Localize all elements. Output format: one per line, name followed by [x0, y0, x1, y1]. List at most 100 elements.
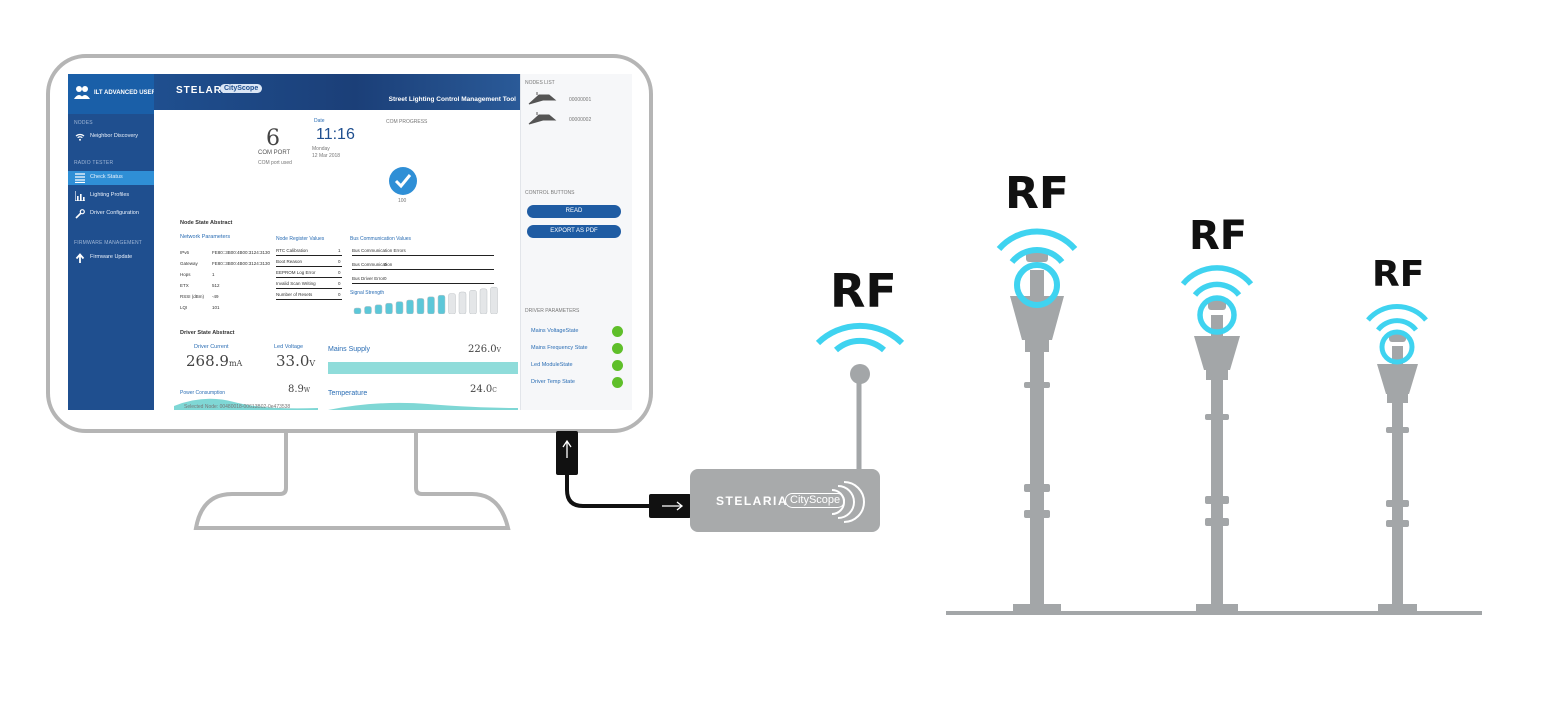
chart-icon: [75, 191, 85, 201]
table-cell-value: 0: [384, 262, 387, 267]
date-label: Date: [314, 118, 325, 124]
table-cell-value: 0: [384, 276, 387, 281]
lamp-head-icon: [528, 112, 557, 125]
signal-bar: [437, 294, 446, 314]
voltage-value: 33.0V: [276, 352, 316, 370]
table-cell-value: 0: [338, 281, 341, 286]
temp-wave: [328, 402, 518, 410]
power-label: Power Consumption: [180, 390, 226, 396]
param-label: Led ModuleState: [531, 362, 573, 368]
table-divider: [276, 277, 342, 278]
status-led: [612, 326, 623, 337]
node-state-title: Node State Abstract: [180, 220, 233, 226]
table-divider: [276, 266, 342, 267]
status-led: [612, 343, 623, 354]
table-cell-value: -49: [212, 294, 219, 299]
table-cell-key: ETX: [180, 283, 189, 288]
sidebar-item-label: Firmware Update: [90, 254, 133, 260]
table-cell-key: RSSI (dBm): [180, 294, 205, 299]
table-cell-key: IPv6: [180, 250, 190, 255]
wifi-icon: [75, 133, 85, 141]
node-list-item-2[interactable]: 00000002: [525, 112, 625, 128]
table-cell-key: Gateway: [180, 261, 198, 266]
table-cell-value: 1: [212, 272, 215, 277]
rf-label-lamp-1: RF: [1005, 168, 1069, 219]
signal-bar: [427, 296, 435, 314]
table-cell-key: Number of Resets: [276, 292, 313, 297]
main-panel: 6 COM PORT COM port used Date 11:16 Mond…: [154, 110, 520, 410]
table-divider: [352, 269, 494, 270]
lamp-1-signal: [996, 228, 1078, 308]
signal-bar: [406, 299, 414, 314]
table-divider: [352, 283, 494, 284]
user-header[interactable]: ILT ADVANCED USER: [68, 74, 156, 114]
signal-bar: [490, 286, 498, 314]
table-divider: [276, 288, 342, 289]
table-cell-value: 0: [338, 292, 341, 297]
sidebar-item-label: Check Status: [90, 174, 123, 180]
selected-node: Selected Node: 00480018-00613B02-0e47353…: [184, 404, 291, 410]
table-cell-key: Bus Driver Error: [352, 276, 385, 281]
rf-label-lamp-3: RF: [1372, 254, 1425, 295]
export-pdf-button[interactable]: EXPORT AS PDF: [527, 225, 621, 238]
current-label: Driver Current: [194, 344, 229, 350]
mains-label: Mains Supply: [328, 346, 371, 353]
status-led: [612, 360, 623, 371]
node-list-item-1[interactable]: 00000001: [525, 92, 625, 108]
param-label: Driver Temp State: [531, 379, 575, 385]
network-title: Network Parameters: [180, 234, 231, 240]
driver-state-title: Driver State Abstract: [180, 330, 235, 336]
table-cell-value: FE80::3B00:4B00:3124:3130: [212, 261, 271, 266]
mains-wave: [328, 362, 518, 374]
com-label: COM PORT: [258, 150, 291, 156]
table-cell-key: Bus Communication Errors: [352, 248, 406, 253]
table-cell-value: 0: [338, 270, 341, 275]
sidebar-item-label: Neighbor Discovery: [90, 133, 138, 139]
wrench-icon: [75, 209, 85, 219]
app-header: STELARIA CityScope Street Lighting Contr…: [154, 74, 520, 110]
rf-label-gateway: RF: [830, 264, 897, 318]
sidebar-item-neighbor-discovery[interactable]: Neighbor Discovery: [68, 130, 154, 144]
app-screen: ILT ADVANCED USER NODES Neighbor Discove…: [68, 74, 632, 410]
sidebar-item-firmware-update[interactable]: Firmware Update: [68, 251, 154, 265]
current-value: 268.9mA: [186, 352, 243, 370]
table-cell-key: Hops: [180, 272, 191, 277]
table-cell-key: EEPROM Log Error: [276, 270, 316, 275]
signal-bar: [458, 291, 467, 314]
section-nodes: NODES: [74, 120, 93, 126]
voltage-label: Led Voltage: [274, 344, 304, 350]
nodes-list-title: NODES LIST: [525, 80, 555, 86]
signal-title: Signal Strength: [350, 290, 385, 296]
usb-cable: [556, 431, 691, 518]
arrow-up-icon: [75, 253, 85, 263]
section-radio-tester: RADIO TESTER: [74, 160, 114, 166]
bus-title: Bus Communication Values: [350, 236, 412, 242]
dongle-product: CityScope: [785, 493, 846, 508]
sidebar-item-lighting-profiles[interactable]: Lighting Profiles: [68, 189, 154, 203]
table-cell-key: RTC Calibration: [276, 248, 308, 253]
table-divider: [352, 255, 494, 256]
weekday: Monday: [312, 146, 330, 152]
sidebar-item-check-status[interactable]: Check Status: [68, 171, 154, 185]
table-cell-value: 512: [212, 283, 220, 288]
control-title: CONTROL BUTTONS: [525, 190, 575, 196]
signal-strength-bars: [353, 286, 498, 314]
signal-bar: [385, 302, 393, 314]
read-button[interactable]: READ: [527, 205, 621, 218]
driver-params-title: DRIVER PARAMETERS: [525, 308, 580, 314]
time-value: 11:16: [316, 126, 355, 143]
table-cell-key: Boot Reason: [276, 259, 303, 264]
lamp-head-icon: [528, 92, 557, 105]
rf-label-lamp-2: RF: [1189, 213, 1248, 259]
com-sub: COM port used: [258, 160, 292, 166]
table-cell-value: 101: [212, 305, 220, 310]
sidebar-item-label: Driver Configuration: [90, 210, 139, 216]
lamp-3-signal: [1366, 304, 1428, 365]
signal-bar: [448, 293, 456, 314]
sidebar-item-driver-configuration[interactable]: Driver Configuration: [68, 207, 154, 221]
users-icon: [74, 86, 90, 99]
progress-state: 100: [398, 198, 407, 204]
date-value: 12 Mar 2018: [312, 153, 341, 159]
power-value: 8.9W: [288, 384, 311, 395]
signal-bar: [353, 307, 362, 314]
